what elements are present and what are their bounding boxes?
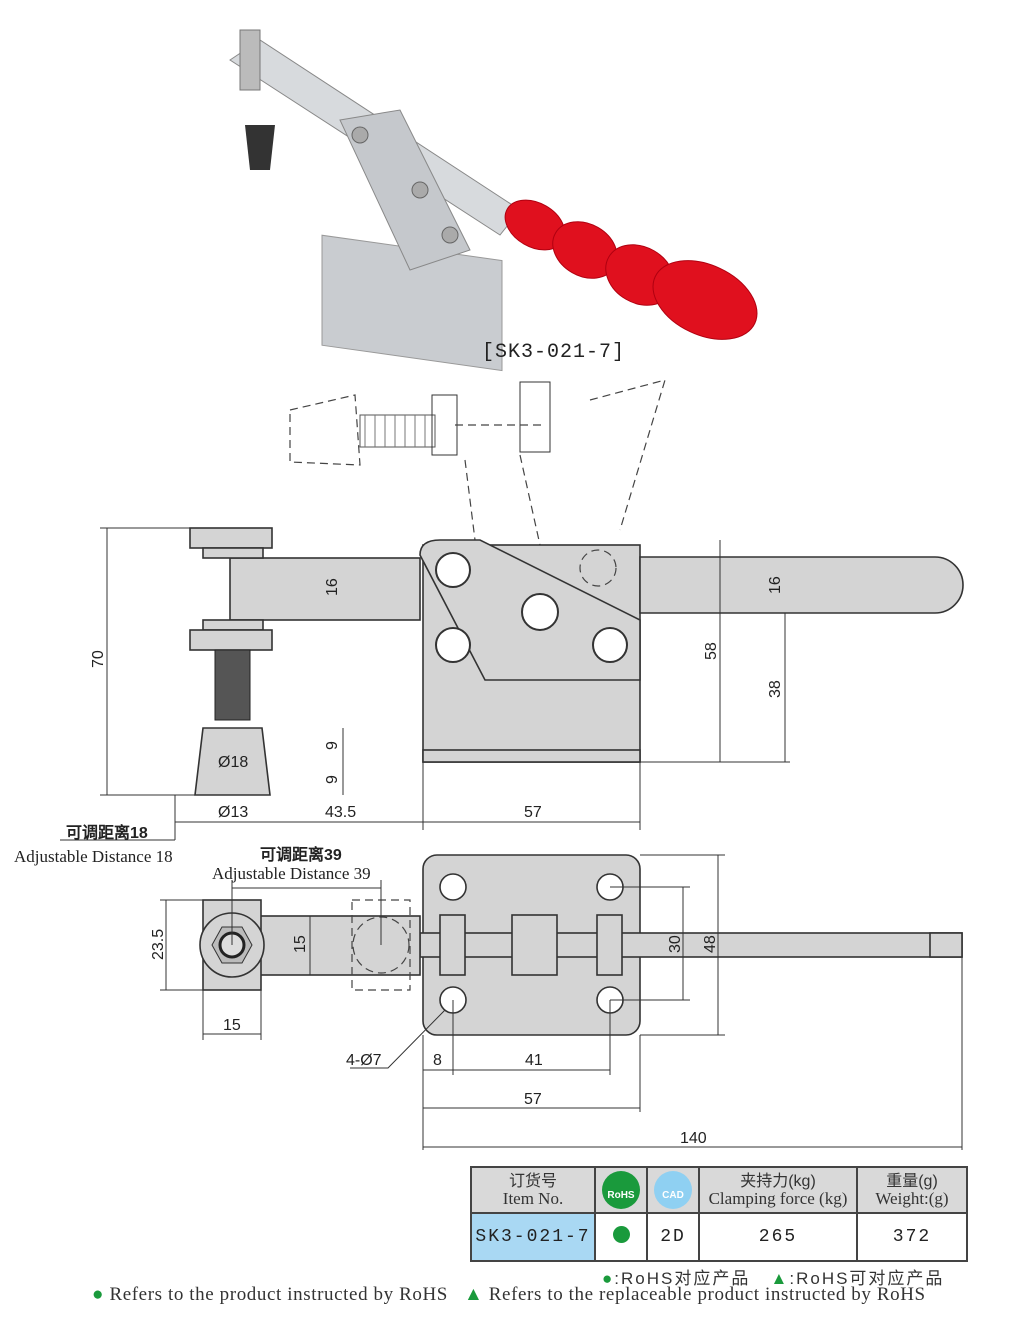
force-cell: 265 (698, 1212, 858, 1262)
dim-plate-len: 57 (524, 1091, 542, 1108)
adjust-39-en: Adjustable Distance 39 (212, 864, 371, 883)
item-no-header-cn: 订货号 (508, 1173, 557, 1190)
rohs-cell (594, 1212, 648, 1262)
dim-handle-thickness: 16 (767, 576, 784, 594)
legend-en-replace: Refers to the replaceable product instru… (488, 1284, 926, 1305)
dim-base-dia: Ø13 (218, 804, 248, 821)
dim-overall-len: 140 (680, 1130, 707, 1147)
table-row: SK3-021-7 2D 265 372 (470, 1212, 968, 1262)
adjust-39-cn: 可调距离39 (260, 845, 342, 864)
product-photo (229, 29, 758, 372)
triangle-icon: ▲ (464, 1284, 484, 1305)
dim-tip-h2: 9 (324, 775, 341, 784)
dim-nut-width: 15 (223, 1017, 241, 1034)
rohs-dot-icon (612, 1225, 630, 1243)
dim-overall-height: 70 (90, 650, 107, 668)
legend-cn-replace: :RoHS可对应产品 (789, 1269, 945, 1288)
legend-cn-rohs: :RoHS对应产品 (614, 1269, 751, 1288)
circle-icon: ● (602, 1269, 615, 1288)
dim-hole-offset: 8 (433, 1052, 442, 1069)
weight-header-cn: 重量(g) (886, 1173, 938, 1190)
item-no-header-en: Item No. (502, 1189, 564, 1208)
dim-nut-height: 23.5 (150, 929, 167, 960)
dim-holes: 4-Ø7 (346, 1052, 382, 1069)
dim-base-len: 57 (524, 804, 542, 821)
dim-arm-thickness: 16 (324, 578, 341, 596)
legend-en-rohs: Refers to the product instructed by RoHS (109, 1284, 448, 1305)
exploded-spindle (289, 379, 666, 546)
force-header-cn: 夹持力(kg) (740, 1173, 816, 1190)
dim-body-height: 58 (703, 642, 720, 660)
legend-en: ● Refers to the product instructed by Ro… (92, 1284, 926, 1306)
weight-header-en: Weight:(g) (875, 1189, 949, 1208)
dim-tip-dia: Ø18 (218, 754, 248, 771)
item-no-cell: SK3-021-7 (470, 1212, 596, 1262)
cad-icon: CAD (654, 1171, 692, 1209)
rohs-icon: RoHS (602, 1171, 640, 1209)
legend-cn: ●:RoHS对应产品 ▲:RoHS可对应产品 (602, 1264, 944, 1289)
adjust-18-en: Adjustable Distance 18 (14, 847, 173, 866)
dim-tip-h1: 9 (324, 741, 341, 750)
dim-handle-height: 38 (767, 680, 784, 698)
force-header-en: Clamping force (kg) (708, 1189, 848, 1208)
triangle-icon: ▲ (770, 1269, 790, 1288)
dim-arm-width: 15 (292, 935, 309, 953)
weight-cell: 372 (856, 1212, 968, 1262)
cad-cell: 2D (646, 1212, 700, 1262)
circle-icon: ● (92, 1284, 105, 1305)
dim-reach: 43.5 (325, 804, 356, 821)
product-code-label: [SK3-021-7] (482, 341, 625, 364)
dim-hole-spacing-y: 30 (667, 935, 684, 953)
top-view (160, 854, 963, 1150)
dim-plate-width: 48 (702, 935, 719, 953)
side-view (60, 527, 964, 841)
dim-hole-spacing-x: 41 (525, 1052, 543, 1069)
adjust-18-cn: 可调距离18 (66, 823, 148, 842)
